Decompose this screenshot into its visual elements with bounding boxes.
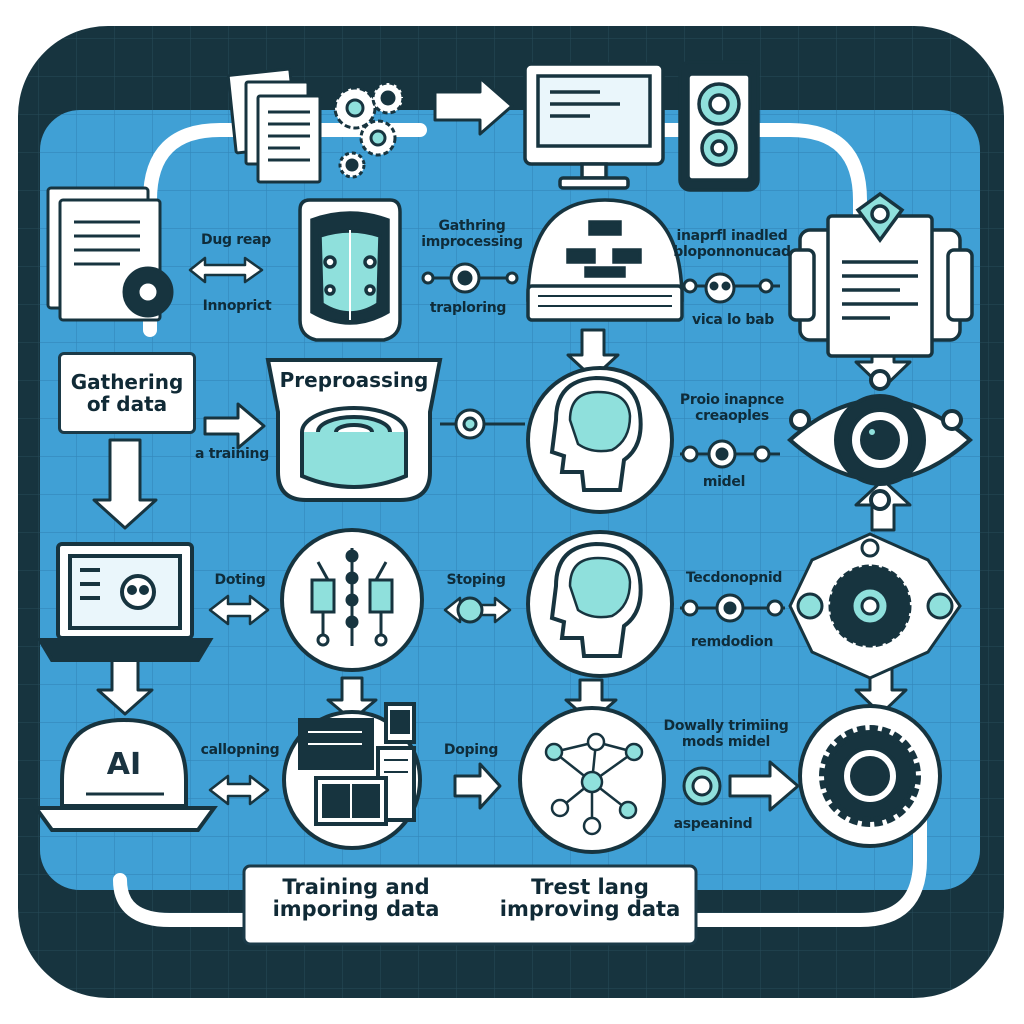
- label-traploring: traploring: [429, 300, 507, 316]
- documents-icon: [226, 67, 322, 184]
- label-vica: vica lo bab: [692, 312, 775, 328]
- label-doping: Doping: [443, 742, 499, 758]
- brain-head-icon: [526, 366, 674, 514]
- label-a-training: a training: [195, 446, 269, 462]
- label-aspeanind: aspeanind: [673, 816, 753, 832]
- double-arrow-3: [208, 774, 270, 806]
- phone-icon: [678, 60, 760, 192]
- label-gathering: Gathering of data: [58, 352, 196, 434]
- label-calloping: callopning: [200, 742, 280, 758]
- double-arrow-1: [188, 256, 264, 284]
- double-arrow-2: [208, 594, 270, 626]
- arrows: [92, 76, 912, 812]
- label-stoping: Stoping: [446, 572, 506, 588]
- label-preprocessing: Preproassing: [279, 368, 429, 392]
- label-doting: Doting: [214, 572, 266, 588]
- ai-laptop-icon: [32, 717, 218, 832]
- label-innoprict: Innoprict: [202, 298, 272, 314]
- label-bottom-left: Training and imporing data: [272, 875, 440, 922]
- gear-document-icon: [788, 191, 974, 358]
- arrow-right-2: [203, 402, 266, 450]
- label-remdo: remdodion: [690, 634, 774, 650]
- loop-path: [113, 123, 927, 927]
- bottom-panel: [242, 864, 698, 946]
- keyboard-icon: [526, 198, 684, 322]
- label-midel: midel: [702, 474, 746, 490]
- robot-head-icon: [298, 198, 402, 342]
- circuit-icon: [280, 528, 424, 672]
- label-ai: AI: [106, 747, 142, 782]
- arrow-down-6: [96, 658, 154, 716]
- gear-cluster-icon: [788, 532, 962, 680]
- eye-icon: [786, 369, 974, 511]
- label-dowelly: Dowally trimiing mods midel: [663, 718, 789, 751]
- big-gear-icon: [798, 704, 942, 848]
- label-drug-reap: Dug reap: [201, 232, 271, 248]
- screens-icon: [282, 702, 422, 850]
- label-proio: Proio inapnce creaoples: [679, 392, 785, 425]
- database-icon: [265, 358, 443, 502]
- arrow-down-7: [326, 676, 378, 722]
- brain-head-icon-2: [526, 530, 674, 678]
- label-inpprfl: inaprfl inadled bloponnonucad: [673, 228, 791, 261]
- document-gear-icon: [46, 186, 174, 322]
- label-tecdo: Tecdonopnid: [685, 570, 783, 586]
- label-gathring: Gathring improcessing: [421, 218, 523, 251]
- neural-network-icon: [518, 706, 666, 854]
- arrow-down-1: [92, 438, 158, 530]
- arrow-right-11: [453, 762, 502, 810]
- label-bottom-right: Trest lang improving data: [499, 875, 681, 922]
- arrow-right-10: [728, 760, 800, 812]
- arrow-right-top: [433, 76, 514, 136]
- monitor-icon: [523, 62, 665, 190]
- laptop-icon: [36, 542, 214, 662]
- gears-icon: [333, 81, 405, 179]
